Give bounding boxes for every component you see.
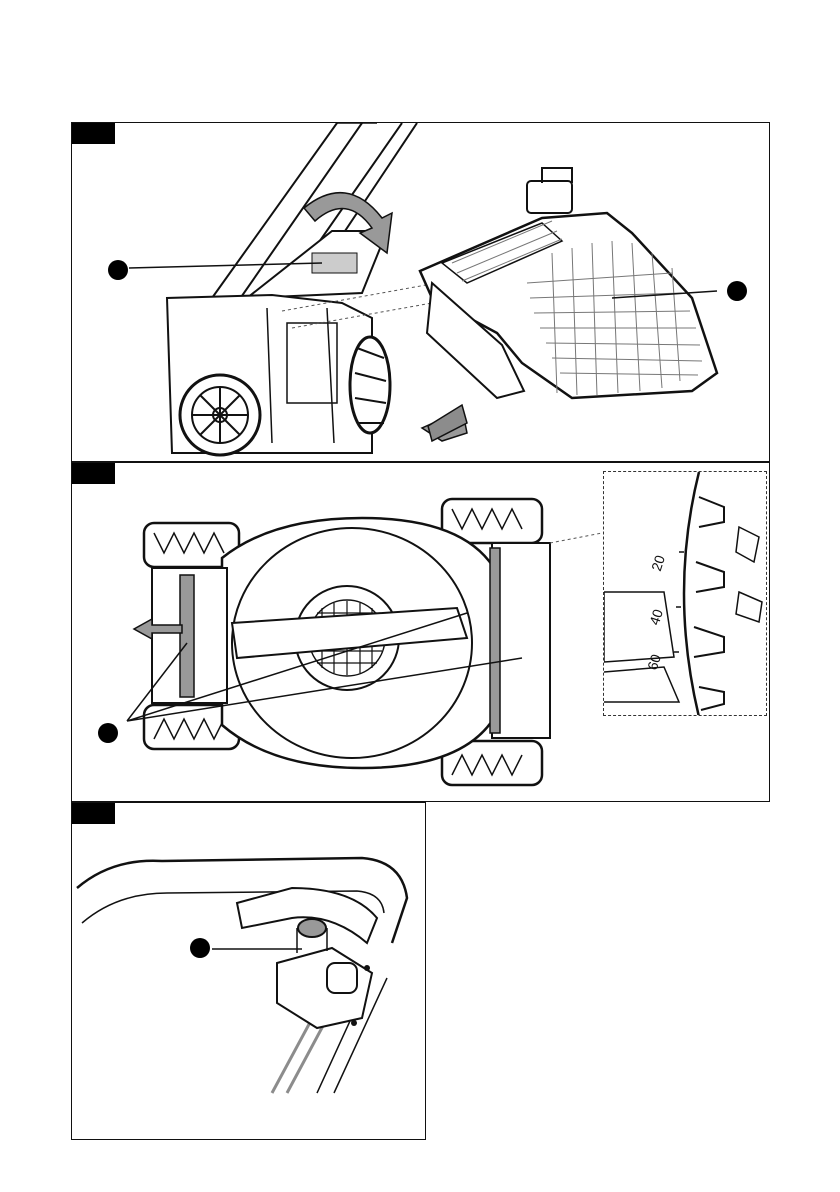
grass-catcher xyxy=(420,168,717,398)
rear-wheel-right xyxy=(350,337,390,433)
callout-marker-catcher xyxy=(727,281,747,301)
callout-marker-knob xyxy=(190,938,210,958)
panel-catcher-attach xyxy=(71,122,770,462)
height-scale-inset: 20 40 60 xyxy=(603,471,767,716)
catcher-illustration xyxy=(72,123,771,463)
callout-marker-flap xyxy=(108,260,128,280)
callout-marker-levers xyxy=(98,723,118,743)
panel-height-adjust: 20 40 60 xyxy=(71,462,770,802)
rear-wheel-left xyxy=(180,375,260,455)
height-scale-illustration xyxy=(604,472,767,716)
handle-clip-illustration xyxy=(72,803,427,1141)
panel-handle-clip xyxy=(71,802,426,1140)
